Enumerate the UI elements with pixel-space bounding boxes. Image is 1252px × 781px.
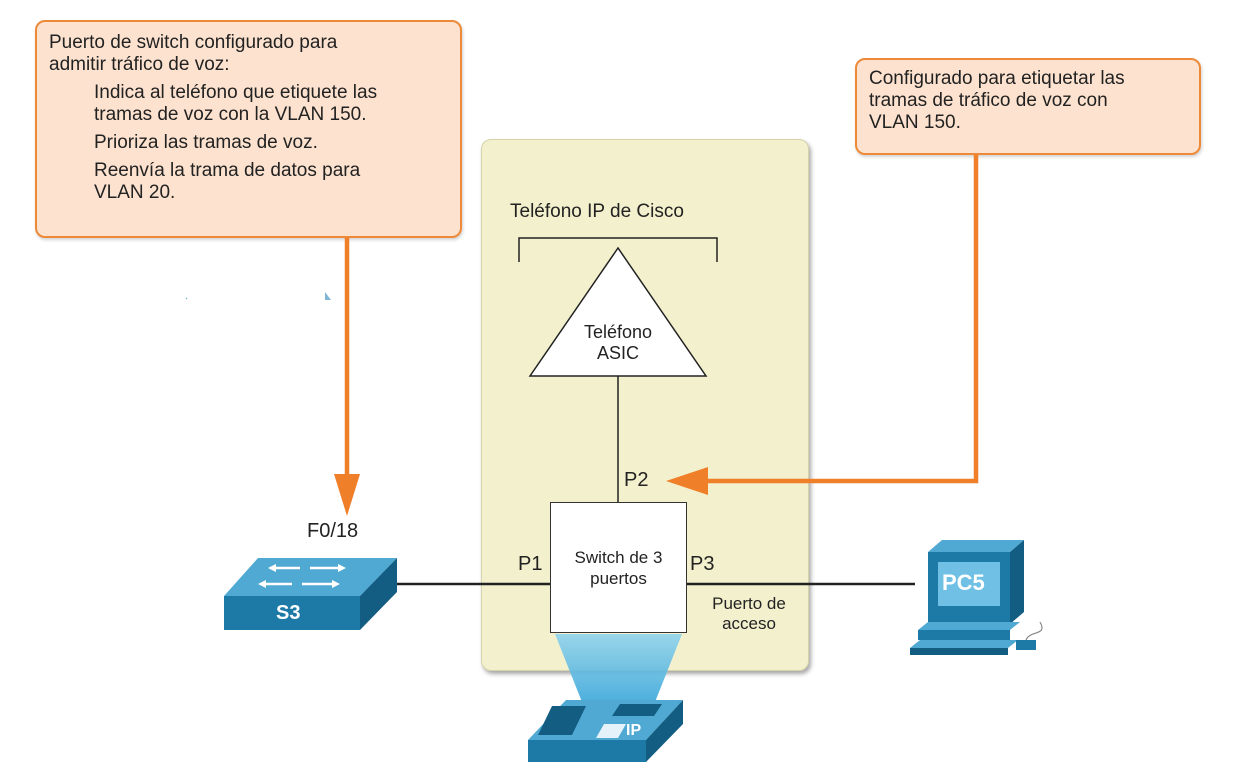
three-port-switch-label: Switch de 3 puertos: [574, 547, 663, 588]
callout-left-line2: admitir tráfico de voz:: [49, 54, 230, 75]
port-p2-label: P2: [624, 469, 649, 491]
access-port-line1: Puerto de: [712, 594, 786, 613]
phone-bracket: [518, 237, 718, 262]
asic-label-line1: Teléfono: [583, 322, 653, 342]
phone-title-label: Teléfono IP de Cisco: [510, 201, 684, 222]
s3-device-label: S3: [276, 602, 301, 624]
callout-right-line1: Configurado para etiquetar las: [869, 68, 1125, 89]
pc5-device-label: PC5: [942, 570, 985, 595]
phone-beam: [555, 634, 682, 702]
arrow-to-f018-head: [334, 474, 360, 516]
access-port-line2: acceso: [722, 614, 776, 633]
callout-left-item1-a: Indica al teléfono que etiquete las: [94, 82, 378, 103]
arrow-to-p2-shaft: [692, 155, 979, 484]
callout-right-line3: VLAN 150.: [869, 112, 961, 133]
port-p3-label: P3: [690, 553, 715, 575]
ip-phone-icon: [528, 700, 683, 762]
port-p1-label: P1: [518, 553, 543, 575]
asic-label: Teléfono ASIC: [576, 322, 660, 364]
stray-mark: [185, 297, 188, 300]
s3-switch-icon: [224, 558, 397, 630]
access-port-label: Puerto de acceso: [696, 594, 802, 634]
arrow-to-p2-head: [666, 467, 708, 495]
callout-left-item3: Reenvía la trama de datos para VLAN 20.: [49, 160, 448, 204]
callout-switch-port-config: Puerto de switch configurado para admiti…: [35, 20, 462, 238]
callout-phone-tagging: Configurado para etiquetar las tramas de…: [855, 58, 1201, 155]
callout-right-line2: tramas de tráfico de voz con: [869, 90, 1108, 111]
port-f018-label: F0/18: [307, 520, 359, 542]
asic-label-line2: ASIC: [596, 343, 639, 363]
stray-mark-2: [325, 292, 331, 300]
callout-left-line1: Puerto de switch configurado para: [49, 32, 338, 53]
callout-left-item2: Prioriza las tramas de voz.: [94, 132, 318, 153]
callout-left-item1-b: tramas de voz con la VLAN 150.: [94, 104, 367, 125]
pc5-computer-icon: [910, 540, 1043, 655]
ip-device-label: IP: [626, 722, 642, 739]
callout-left-item3-b: VLAN 20.: [94, 182, 176, 203]
callout-left-item1: Indica al teléfono que etiquete las tram…: [49, 82, 448, 126]
three-port-switch: Switch de 3 puertos: [550, 502, 687, 633]
callout-left-item3-a: Reenvía la trama de datos para: [94, 160, 361, 181]
